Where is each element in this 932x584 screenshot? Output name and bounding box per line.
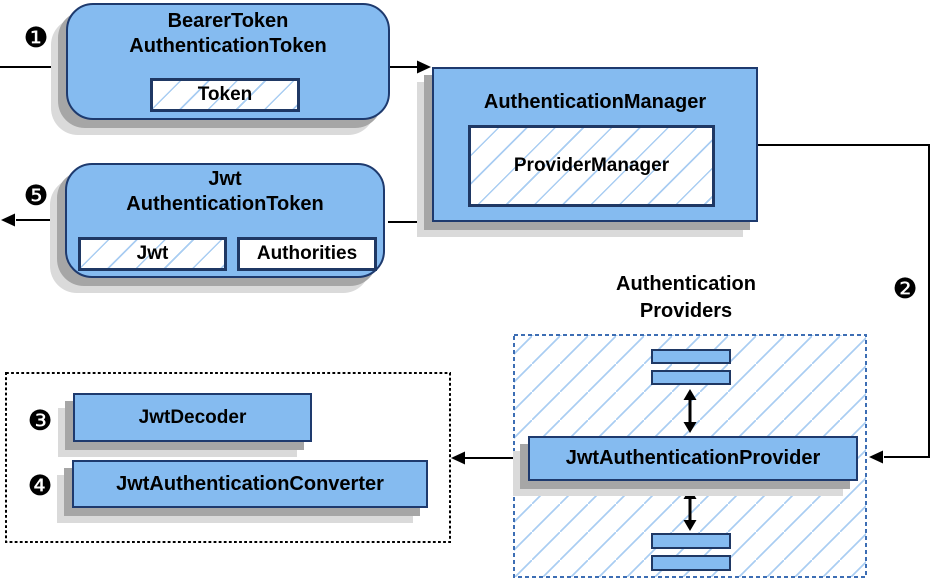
arrow-bearer-to-manager bbox=[390, 60, 431, 74]
step-5-badge: ❺ bbox=[23, 178, 49, 212]
bearer-token-title-line1: BearerToken bbox=[167, 10, 289, 32]
providers-label-line2: Providers bbox=[639, 300, 733, 322]
decoder-converter-group-box bbox=[5, 372, 451, 543]
jwt-chip-label: Jwt bbox=[136, 243, 169, 264]
jwt-chip: Jwt bbox=[78, 237, 227, 271]
authentication-manager-title: AuthenticationManager bbox=[483, 91, 707, 113]
jwt-authentication-provider-label: JwtAuthenticationProvider bbox=[565, 447, 821, 469]
jwt-token-title-line1: Jwt bbox=[208, 168, 242, 190]
step-3-badge: ❸ bbox=[27, 403, 53, 437]
authentication-providers-label: Authentication Providers bbox=[536, 271, 836, 325]
double-arrow-top bbox=[683, 389, 697, 433]
double-arrow-bottom bbox=[683, 488, 697, 531]
jwt-authentication-provider-box: JwtAuthenticationProvider bbox=[528, 436, 858, 481]
arrow-manager-to-provider bbox=[758, 144, 930, 464]
bearer-token-title-line2: AuthenticationToken bbox=[129, 35, 327, 57]
provider-placeholder-bottom-2 bbox=[651, 555, 731, 571]
provider-placeholder-bottom-1 bbox=[651, 533, 731, 549]
arrow-provider-to-decoder-group bbox=[451, 451, 524, 465]
jwt-token-title-line2: AuthenticationToken bbox=[126, 193, 324, 215]
token-chip-label: Token bbox=[197, 84, 253, 105]
jwt-decoder-box: JwtDecoder bbox=[73, 393, 312, 442]
authorities-chip: Authorities bbox=[237, 237, 377, 271]
arrow-jwt-token-out bbox=[1, 213, 64, 227]
providers-label-line1: Authentication bbox=[616, 273, 756, 295]
step-4-badge: ❹ bbox=[27, 468, 53, 502]
step-1-badge: ❶ bbox=[23, 20, 49, 54]
jwt-decoder-label: JwtDecoder bbox=[138, 406, 247, 428]
token-chip: Token bbox=[150, 78, 300, 112]
provider-placeholder-top-1 bbox=[651, 349, 731, 364]
authorities-chip-label: Authorities bbox=[256, 243, 358, 264]
step-2-badge: ❷ bbox=[892, 271, 918, 305]
jwt-authentication-converter-label: JwtAuthenticationConverter bbox=[116, 472, 384, 495]
provider-manager-chip: ProviderManager bbox=[468, 125, 715, 207]
provider-manager-label: ProviderManager bbox=[513, 155, 670, 176]
provider-placeholder-top-2 bbox=[651, 370, 731, 385]
jwt-authentication-converter-box: JwtAuthenticationConverter bbox=[72, 460, 428, 508]
bearer-token-authentication-token-box: BearerToken AuthenticationToken bbox=[66, 3, 390, 120]
